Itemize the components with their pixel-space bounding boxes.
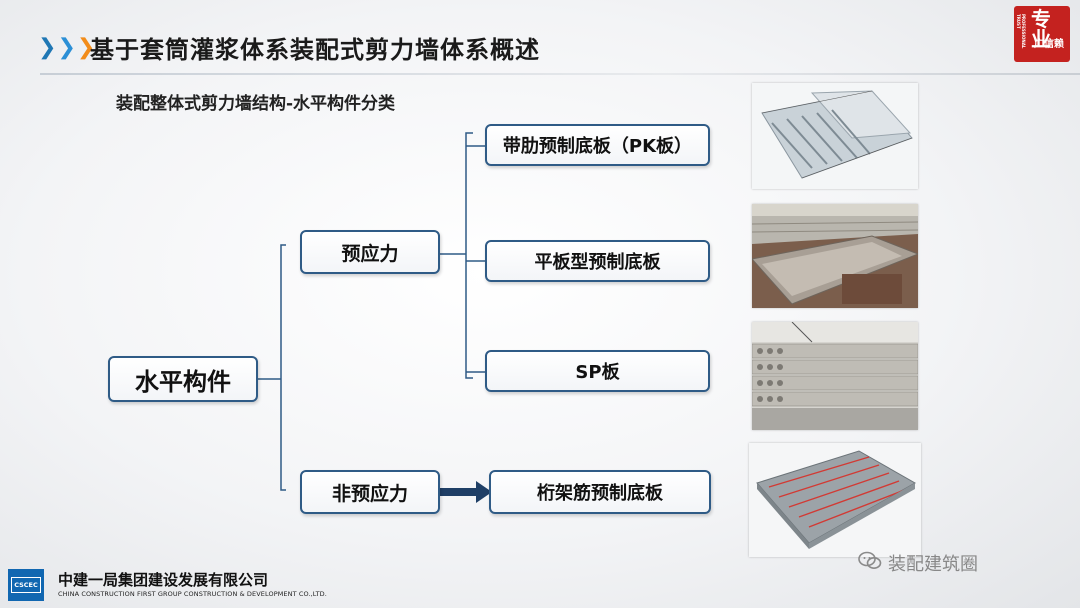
wechat-watermark: 装配建筑圈 [858,550,978,576]
wechat-icon [858,551,882,576]
slide-title: 基于套筒灌浆体系装配式剪力墙体系概述 [90,36,540,64]
prestressed-bracket [465,132,473,379]
node-flat-precast-slab: 平板型预制底板 [485,240,710,282]
stamp-main-text: 专业 [1031,7,1051,51]
diagram-subtitle: 装配整体式剪力墙结构-水平构件分类 [116,94,396,114]
cscec-logo-text: CSCEC [11,577,41,593]
title-divider [40,73,1080,75]
cscec-logo: CSCEC [8,569,44,601]
truss-reinforced-slab-render-image [749,443,921,557]
pk-slab-render-image [752,83,918,189]
flat-precast-slab-factory-photo [752,204,918,308]
node-prestressed: 预应力 [300,230,440,274]
node-truss-slab: 桁架筋预制底板 [489,470,711,514]
root-node-horizontal-members: 水平构件 [108,356,258,402]
company-name-chinese: 中建一局集团建设发展有限公司 [58,571,269,589]
non-prestressed-arrow [440,481,492,503]
company-name-english: CHINA CONSTRUCTION FIRST GROUP CONSTRUCT… [58,590,327,598]
stamp-side-text: PROFESSIONAL TRUST [1016,14,1026,49]
node-non-prestressed: 非预应力 [300,470,440,514]
sp-hollow-core-slab-photo [752,322,918,430]
stamp-sub-text: 广信赖 [1034,39,1064,50]
node-sp-slab: SP板 [485,350,710,392]
watermark-text: 装配建筑圈 [888,554,978,575]
title-arrows-icon: ❯ ❯ ❯ [38,35,96,60]
root-bracket [280,244,286,491]
node-pk-slab: 带肋预制底板（PK板） [485,124,710,166]
professional-stamp-logo: 专业 广信赖 PROFESSIONAL TRUST [1014,6,1070,62]
